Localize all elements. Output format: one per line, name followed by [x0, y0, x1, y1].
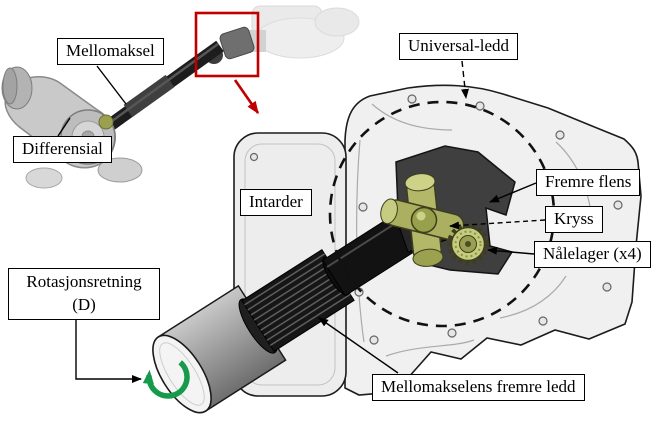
connector-fremre-flens: [489, 182, 537, 203]
label-mellomakselens-fremre-ledd: Mellomakselens fremre ledd: [372, 374, 585, 401]
label-nalelager: Nålelager (x4): [534, 241, 651, 268]
label-intarder: Intarder: [240, 189, 312, 216]
connector-nalelager: [487, 246, 535, 255]
main-illustration: [142, 84, 642, 414]
label-rotasjonsretning-line1: Rotasjonsretning: [26, 272, 142, 291]
connector-rotasjonsretning: [75, 320, 142, 383]
red-highlight-rect: [194, 11, 260, 78]
label-universal-ledd: Universal-ledd: [399, 33, 519, 60]
red-arrow: [233, 79, 260, 115]
connector-universal-ledd: [461, 60, 470, 99]
label-differensial: Differensial: [13, 136, 112, 163]
connector-fremre-ledd: [318, 317, 399, 374]
connector-differensial: [57, 117, 71, 137]
connector-kryss: [449, 219, 546, 230]
label-rotasjonsretning: Rotasjonsretning (D): [8, 268, 160, 320]
label-mellomaksel: Mellomaksel: [57, 38, 164, 65]
inset-joint-block: [219, 26, 255, 60]
label-rotasjonsretning-line2: (D): [72, 294, 96, 314]
needle-bearing: [447, 223, 489, 265]
label-fremre-flens: Fremre flens: [536, 169, 641, 196]
inset-differential-axle: [1, 66, 143, 189]
label-kryss: Kryss: [545, 206, 603, 233]
spline-ridges: [244, 253, 351, 347]
connector-mellomaksel: [96, 65, 127, 105]
rotation-arrow-icon: [142, 360, 190, 399]
connector-lines: [57, 60, 546, 383]
shaft-end-face: [152, 334, 212, 414]
universal-joint-cross: [380, 173, 465, 267]
inset-driveshaft: [102, 40, 224, 134]
